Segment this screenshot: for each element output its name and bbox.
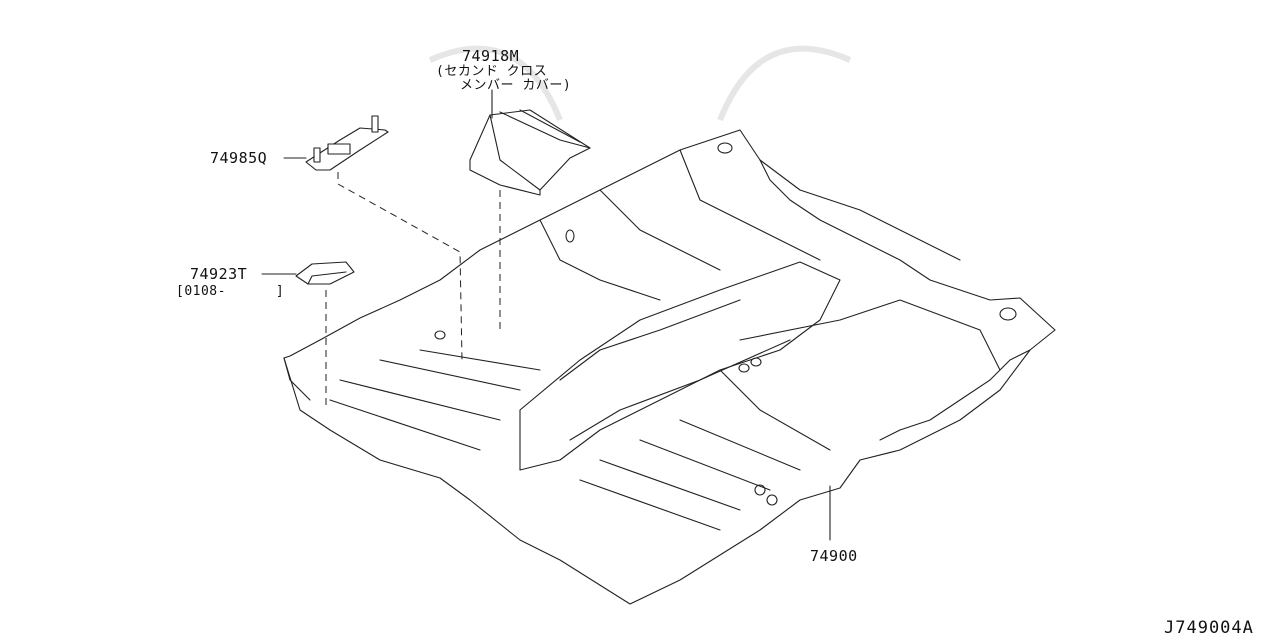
part-desc-74918M-line1: (セカンド クロス <box>436 64 548 79</box>
part-number-74918M: 74918M <box>462 47 520 65</box>
pad-74923T <box>295 261 355 285</box>
floor-carpet-74900 <box>283 129 1056 605</box>
part-number-74900: 74900 <box>810 547 858 565</box>
clip-74985Q <box>305 115 389 171</box>
dashed-guide-lines <box>325 172 501 410</box>
leader-lines <box>261 89 831 541</box>
cross-member-cover-74918M <box>469 109 591 196</box>
part-number-74985Q: 74985Q <box>210 149 268 167</box>
figure-code: J749004A <box>1164 618 1254 638</box>
part-number-74923T: 74923T <box>190 265 248 283</box>
part-desc-74918M-line2: メンバー カバー) <box>460 78 572 93</box>
part-note-74923T: [0108- ] <box>176 284 285 299</box>
